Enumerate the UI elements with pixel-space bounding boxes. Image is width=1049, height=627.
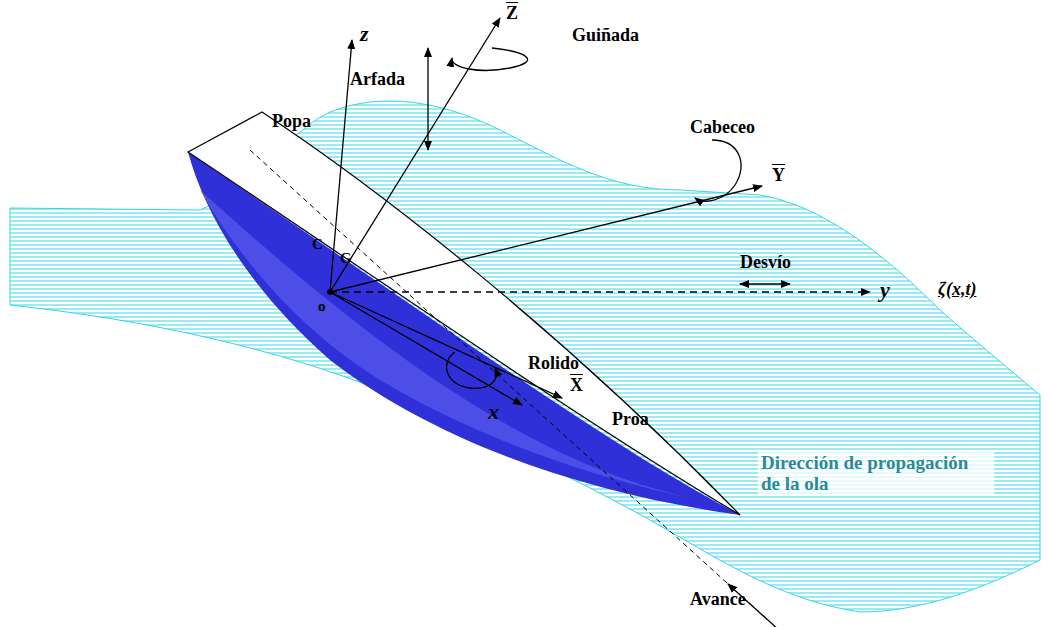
- motion-label: Desvío: [740, 253, 791, 273]
- motion-label: Rolido: [528, 354, 579, 374]
- axis-label: x: [488, 400, 499, 424]
- motion-label: Guiñada: [572, 26, 639, 46]
- axis-label: y: [880, 278, 890, 302]
- wave-direction-note: Dirección de propagación de la ola: [758, 452, 994, 496]
- axis-label: Z: [506, 4, 518, 24]
- axis-label: z: [360, 22, 369, 46]
- part-label: Proa: [612, 410, 649, 430]
- wave-label: ζ(x,t): [938, 280, 976, 300]
- point-label: C: [312, 236, 323, 253]
- part-label: Popa: [272, 112, 311, 132]
- point-label: G: [340, 250, 352, 267]
- axis-label: Y: [772, 166, 785, 186]
- motion-label: Cabeceo: [690, 118, 755, 138]
- origin-label: o: [318, 298, 326, 315]
- motion-label: Avance: [690, 590, 746, 610]
- axis-label: X: [570, 376, 583, 396]
- motion-label: Arfada: [350, 70, 405, 90]
